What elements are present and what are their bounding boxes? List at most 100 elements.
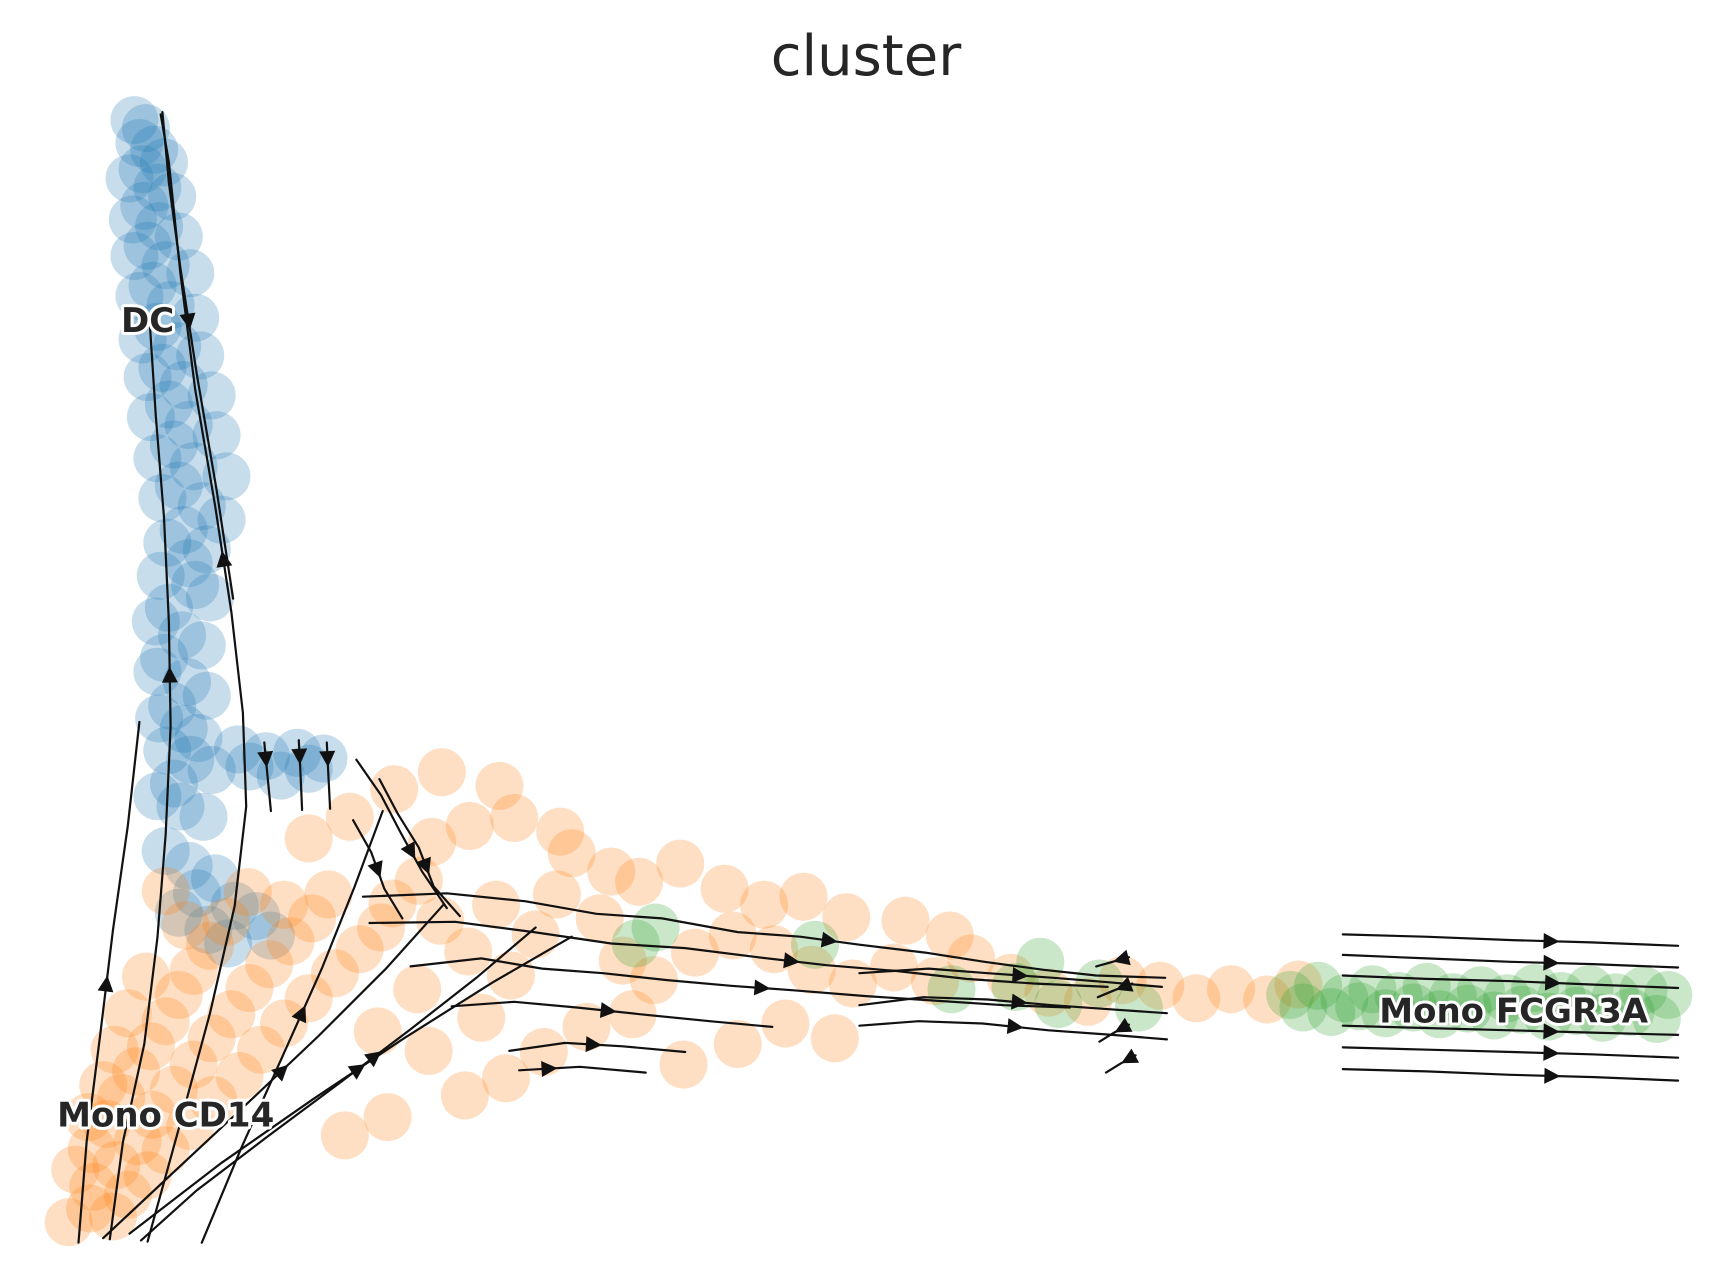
point-dc xyxy=(133,434,182,483)
point-mono-cd14 xyxy=(370,765,419,814)
point-mono-cd14 xyxy=(266,917,315,966)
point-mono-fcgr3a xyxy=(1034,980,1083,1028)
streamline-arrowhead xyxy=(367,860,383,878)
point-mono-fcgr3a xyxy=(791,920,839,969)
point-mono-cd14 xyxy=(320,1111,369,1160)
point-dc xyxy=(128,261,177,310)
point-mono-cd14 xyxy=(225,964,274,1012)
point-mono-cd14 xyxy=(66,1184,114,1233)
streamline-arrowhead xyxy=(1012,967,1029,983)
point-mono-cd14 xyxy=(440,1071,489,1120)
point-mono-cd14 xyxy=(532,870,581,919)
point-dc xyxy=(154,888,203,937)
point-mono-fcgr3a xyxy=(1075,959,1124,1008)
cluster-label-dc: DC xyxy=(121,301,174,341)
point-dc xyxy=(138,343,187,392)
point-dc xyxy=(133,302,182,351)
point-mono-cd14 xyxy=(615,857,664,906)
streamline-arrowhead xyxy=(179,312,196,330)
streamline-arrowhead xyxy=(753,979,771,996)
point-dc xyxy=(246,911,295,960)
point-dc xyxy=(159,506,208,555)
point-dc xyxy=(148,682,197,730)
point-dc xyxy=(120,181,169,230)
point-mono-fcgr3a xyxy=(1606,988,1655,1036)
streamline-arrowhead xyxy=(400,841,416,860)
point-mono-cd14 xyxy=(64,1093,113,1142)
point-mono-cd14 xyxy=(708,911,757,960)
point-mono-fcgr3a xyxy=(1632,994,1681,1043)
streamline xyxy=(1341,1046,1680,1059)
point-mono-cd14 xyxy=(128,1090,177,1139)
point-mono-cd14 xyxy=(353,1007,402,1056)
streamline-arrowhead xyxy=(161,666,178,683)
point-mono-cd14 xyxy=(511,910,560,959)
point-mono-cd14 xyxy=(445,801,494,850)
point-dc xyxy=(232,892,281,941)
point-mono-fcgr3a xyxy=(1565,965,1614,1014)
streamline-arrowhead xyxy=(319,750,336,768)
point-mono-cd14 xyxy=(112,1047,161,1096)
point-mono-cd14 xyxy=(629,956,678,1005)
point-dc xyxy=(172,869,221,918)
point-dc xyxy=(204,919,253,968)
point-mono-cd14 xyxy=(103,989,152,1038)
streamline-arrowhead xyxy=(541,1061,558,1077)
streamline-arrowhead xyxy=(1011,993,1028,1010)
point-mono-fcgr3a xyxy=(611,919,660,968)
point-mono-fcgr3a xyxy=(1619,966,1668,1015)
point-mono-cd14 xyxy=(141,1126,190,1175)
point-mono-cd14 xyxy=(1274,960,1323,1009)
point-mono-cd14 xyxy=(869,943,918,992)
point-mono-cd14 xyxy=(161,901,210,950)
point-mono-cd14 xyxy=(284,814,333,863)
point-mono-cd14 xyxy=(154,970,203,1019)
streamline-arrowhead xyxy=(1114,1017,1133,1033)
point-mono-cd14 xyxy=(1172,974,1221,1023)
streamline-arrowhead xyxy=(1006,1018,1024,1034)
cluster-label-mono-cd14: Mono CD14 xyxy=(57,1096,274,1136)
point-dc xyxy=(179,792,228,841)
point-dc xyxy=(176,331,225,380)
point-mono-cd14 xyxy=(169,1040,218,1089)
point-mono-cd14 xyxy=(166,1102,215,1151)
point-dc xyxy=(184,905,233,954)
point-mono-fcgr3a xyxy=(1361,989,1410,1038)
point-mono-cd14 xyxy=(417,748,466,797)
point-dc xyxy=(123,353,172,402)
point-mono-cd14 xyxy=(260,880,308,929)
velocity-streamlines xyxy=(77,111,1680,1244)
streamline-arrowhead xyxy=(1115,976,1134,992)
point-dc xyxy=(110,232,159,280)
point-mono-cd14 xyxy=(304,870,353,919)
streamline-arrowhead xyxy=(1543,954,1560,971)
point-mono-cd14 xyxy=(472,880,521,929)
point-dc xyxy=(164,539,213,588)
point-mono-fcgr3a xyxy=(1456,966,1505,1015)
point-mono-cd14 xyxy=(482,1054,530,1103)
point-mono-cd14 xyxy=(237,1025,285,1074)
point-mono-fcgr3a xyxy=(1470,991,1518,1040)
point-dc xyxy=(164,841,213,890)
streamline xyxy=(1341,953,1680,969)
point-dc xyxy=(171,293,220,342)
point-mono-cd14 xyxy=(394,856,443,905)
point-mono-fcgr3a xyxy=(1307,988,1356,1036)
streamline-arrowhead xyxy=(97,975,114,993)
point-mono-fcgr3a xyxy=(1443,984,1492,1033)
point-dc xyxy=(163,658,211,706)
point-mono-cd14 xyxy=(490,793,539,842)
point-dc xyxy=(108,195,157,244)
point-dc xyxy=(164,401,213,449)
point-mono-cd14 xyxy=(404,1026,453,1075)
point-mono-cd14 xyxy=(51,1145,100,1194)
point-mono-cd14 xyxy=(207,990,256,1039)
point-mono-fcgr3a xyxy=(1524,992,1573,1041)
point-dc xyxy=(136,551,185,600)
point-dc xyxy=(115,119,164,167)
streamline-arrowhead xyxy=(585,1036,602,1053)
point-dc xyxy=(149,759,198,808)
point-dc xyxy=(214,725,262,774)
point-dc xyxy=(187,745,236,794)
